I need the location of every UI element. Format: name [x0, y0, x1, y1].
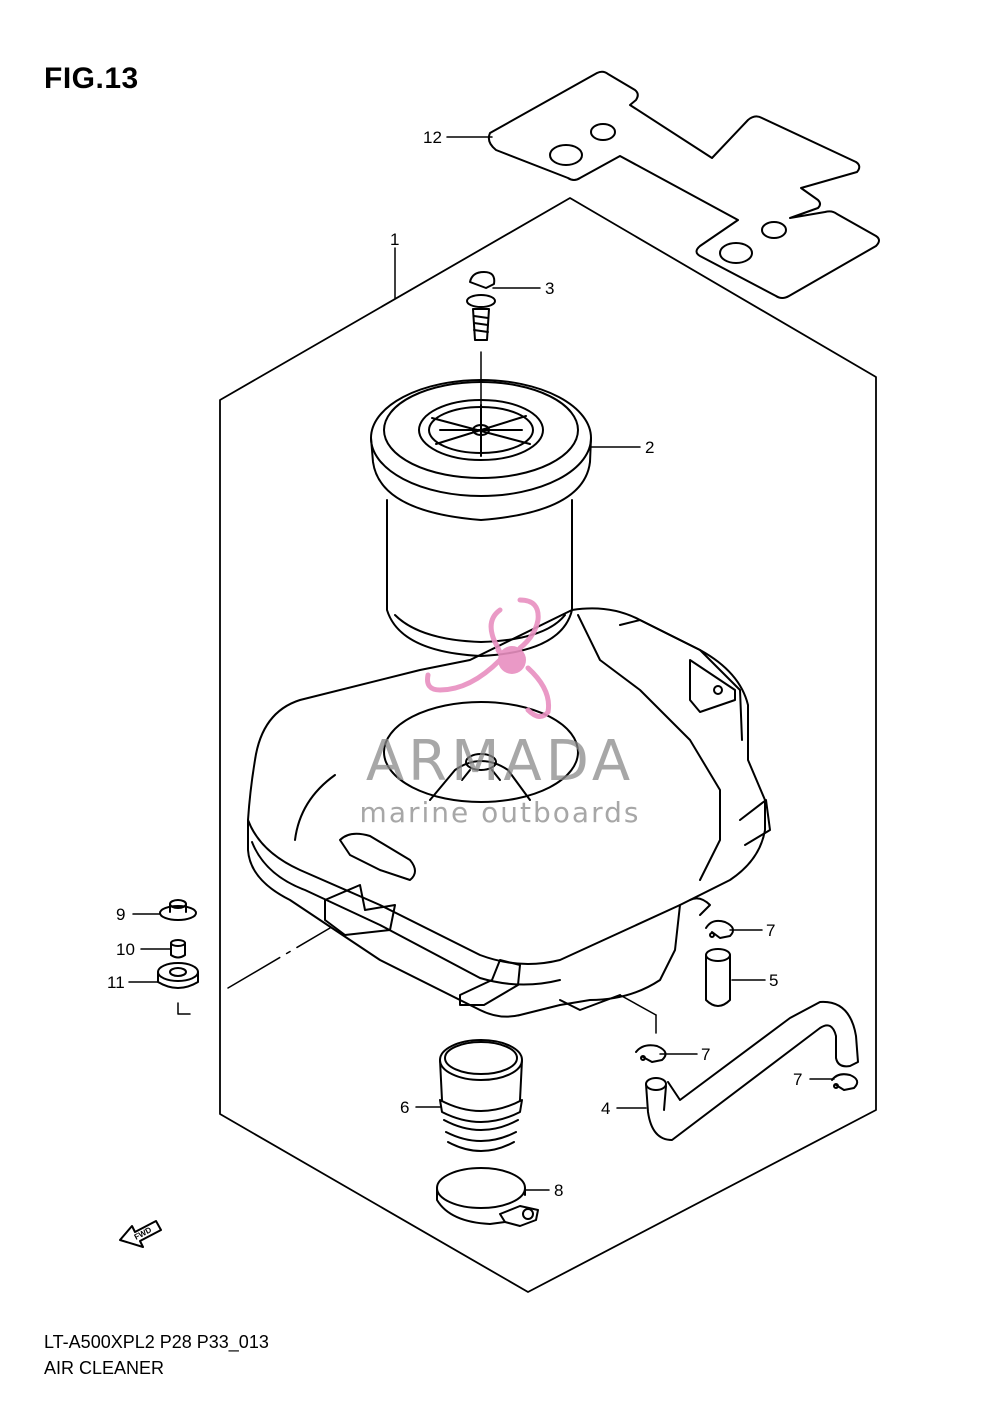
callout-11: 11	[107, 973, 125, 992]
part-7-clamp-a	[705, 919, 735, 939]
callout-6: 6	[400, 1098, 409, 1117]
part-11-grommet	[157, 962, 199, 989]
callout-9: 9	[116, 905, 125, 924]
callout-1: 1	[390, 230, 399, 249]
part-8-hose-clamp	[436, 1167, 539, 1227]
callout-2: 2	[645, 438, 654, 457]
watermark-brand: ARMADA	[366, 729, 634, 794]
callout-7-b: 7	[701, 1045, 710, 1064]
watermark: ARMADA marine outboards	[360, 597, 641, 829]
propeller-logo-icon	[425, 597, 552, 719]
figure-title: FIG.13	[44, 62, 139, 95]
callout-12: 12	[423, 128, 442, 147]
part-2-air-filter-element	[370, 379, 592, 657]
section-name-label: AIR CLEANER	[44, 1358, 165, 1378]
part-5-short-hose	[705, 948, 731, 1007]
part-3-screw	[466, 271, 496, 426]
part-6-intake-boot	[439, 1039, 523, 1152]
part-4-bent-hose	[645, 1000, 859, 1141]
part-10-collar	[170, 939, 186, 959]
callout-4: 4	[601, 1099, 610, 1118]
fwd-arrow-icon: FWD	[119, 1220, 162, 1248]
part-1-boundary-box	[219, 197, 877, 1293]
leader-9-11-to-case	[177, 927, 331, 1015]
part-12-gasket-plate	[487, 70, 880, 299]
callout-7-c: 7	[793, 1070, 802, 1089]
part-7-clamp-c	[831, 1073, 859, 1091]
part-9-bolt	[159, 899, 197, 921]
part-1-air-cleaner-case	[247, 607, 771, 1018]
callout-5: 5	[769, 971, 778, 990]
callout-8: 8	[554, 1181, 563, 1200]
leader-case-to-hose	[619, 994, 657, 1016]
watermark-tagline: marine outboards	[360, 796, 641, 829]
callout-7-a: 7	[766, 921, 775, 940]
callout-leader-lines	[128, 136, 835, 1191]
model-code-label: LT-A500XPL2 P28 P33_013	[44, 1332, 269, 1352]
part-7-clamp-b	[635, 1044, 667, 1063]
callout-numbers: 12 1 3 2 9 10 11 7 5 7 7 6 4 8	[107, 128, 802, 1200]
callout-10: 10	[116, 940, 135, 959]
callout-3: 3	[545, 279, 554, 298]
